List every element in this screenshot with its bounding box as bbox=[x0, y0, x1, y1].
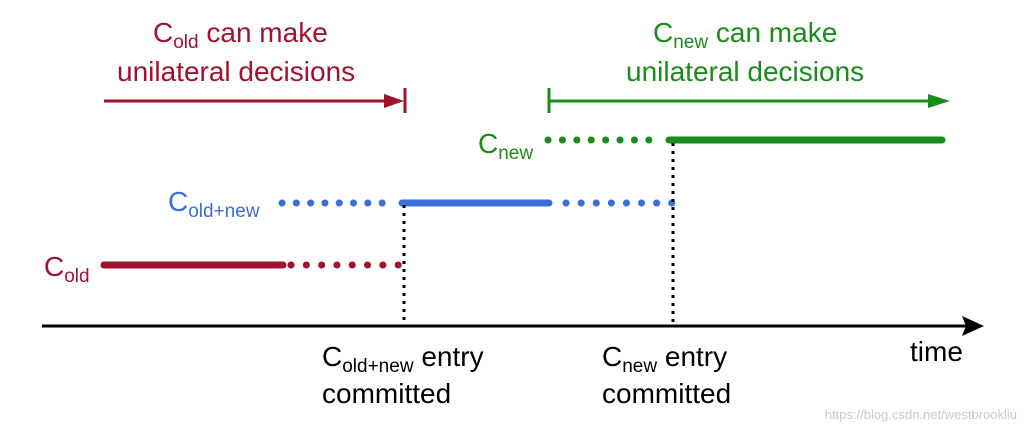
cnew-header-line2-text: unilateral decisions bbox=[626, 56, 865, 87]
cold-header-line2: unilateral decisions bbox=[117, 58, 355, 86]
cnew-header-sub: new bbox=[673, 32, 709, 53]
second-event-label-line2: committed bbox=[602, 380, 731, 408]
row-label-coldnew-sub: old+new bbox=[188, 201, 260, 222]
watermark: https://blog.csdn.net/westbrookliu bbox=[824, 407, 1017, 422]
first-event-line2: committed bbox=[322, 378, 452, 409]
cold-decision-arrowhead bbox=[384, 94, 404, 108]
row-label-coldnew: Cold+new bbox=[168, 186, 260, 222]
cnew-header-rest: can make bbox=[708, 17, 838, 48]
cnew-decision-arrowhead bbox=[928, 94, 950, 108]
row-label-coldnew-c: C bbox=[168, 186, 189, 217]
first-event-label-line2: committed bbox=[322, 380, 451, 408]
row-label-cnew: Cnew bbox=[478, 128, 534, 164]
cold-header-line2-text: unilateral decisions bbox=[117, 56, 356, 87]
time-axis-arrowhead bbox=[962, 316, 984, 336]
row-label-cold: Cold bbox=[44, 251, 90, 287]
cnew-header-line2: unilateral decisions bbox=[626, 58, 864, 86]
first-event-c: C bbox=[322, 341, 343, 372]
cnew-header-line1: Cnew can make bbox=[653, 17, 838, 53]
time-axis-label: time bbox=[910, 338, 963, 366]
second-event-sub: new bbox=[622, 356, 658, 377]
time-axis-label-text: time bbox=[910, 336, 963, 367]
cold-header-sub: old bbox=[173, 32, 199, 53]
row-label-cnew-c: C bbox=[478, 128, 499, 159]
second-event-rest: entry bbox=[657, 341, 728, 372]
second-event-line2: committed bbox=[602, 378, 732, 409]
row-label-cold-c: C bbox=[44, 251, 65, 282]
row-label-cold-sub: old bbox=[64, 266, 90, 287]
first-event-sub: old+new bbox=[342, 356, 414, 377]
second-event-label-line1: Cnew entry bbox=[602, 341, 728, 377]
cold-header-c: C bbox=[153, 17, 174, 48]
first-event-rest: entry bbox=[413, 341, 484, 372]
row-label-cnew-sub: new bbox=[498, 143, 534, 164]
cnew-header-c: C bbox=[653, 17, 674, 48]
cold-header-line1: Cold can make bbox=[153, 17, 328, 53]
second-event-c: C bbox=[602, 341, 623, 372]
first-event-label-line1: Cold+new entry bbox=[322, 341, 484, 377]
cold-header-rest: can make bbox=[198, 17, 328, 48]
